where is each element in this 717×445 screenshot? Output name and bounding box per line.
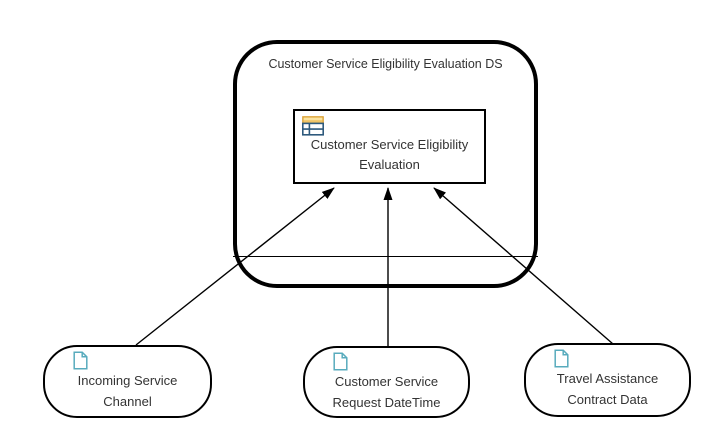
input-node-travel-assistance-contract-data[interactable]: Travel Assistance Contract Data xyxy=(524,343,691,417)
document-icon xyxy=(333,352,348,371)
input-1-label-line-1: Incoming Service xyxy=(77,373,178,388)
input-3-label-line-2: Contract Data xyxy=(567,392,648,407)
input-node-label: Incoming Service Channel xyxy=(45,370,210,412)
decision-label-line-2: Evaluation xyxy=(359,157,420,172)
decision-service-shape[interactable]: Customer Service Eligibility Evaluation … xyxy=(233,40,538,288)
input-3-label-line-1: Travel Assistance xyxy=(556,371,659,386)
input-1-label-line-2: Channel xyxy=(103,394,152,409)
input-2-label-line-1: Customer Service xyxy=(334,374,439,389)
input-2-label-line-2: Request DateTime xyxy=(332,395,441,410)
decision-label-line-1: Customer Service Eligibility xyxy=(310,137,469,152)
decision-service-divider xyxy=(233,256,538,257)
input-node-label: Customer Service Request DateTime xyxy=(305,371,468,413)
decision-node-label: Customer Service Eligibility Evaluation xyxy=(295,135,484,175)
document-icon xyxy=(73,351,88,370)
input-node-label: Travel Assistance Contract Data xyxy=(526,368,689,410)
document-icon xyxy=(554,349,569,368)
decision-node[interactable]: Customer Service Eligibility Evaluation xyxy=(293,109,486,184)
decision-table-icon xyxy=(302,116,324,136)
input-node-incoming-service-channel[interactable]: Incoming Service Channel xyxy=(43,345,212,418)
decision-service-title: Customer Service Eligibility Evaluation … xyxy=(268,57,503,71)
input-node-customer-service-request-datetime[interactable]: Customer Service Request DateTime xyxy=(303,346,470,418)
